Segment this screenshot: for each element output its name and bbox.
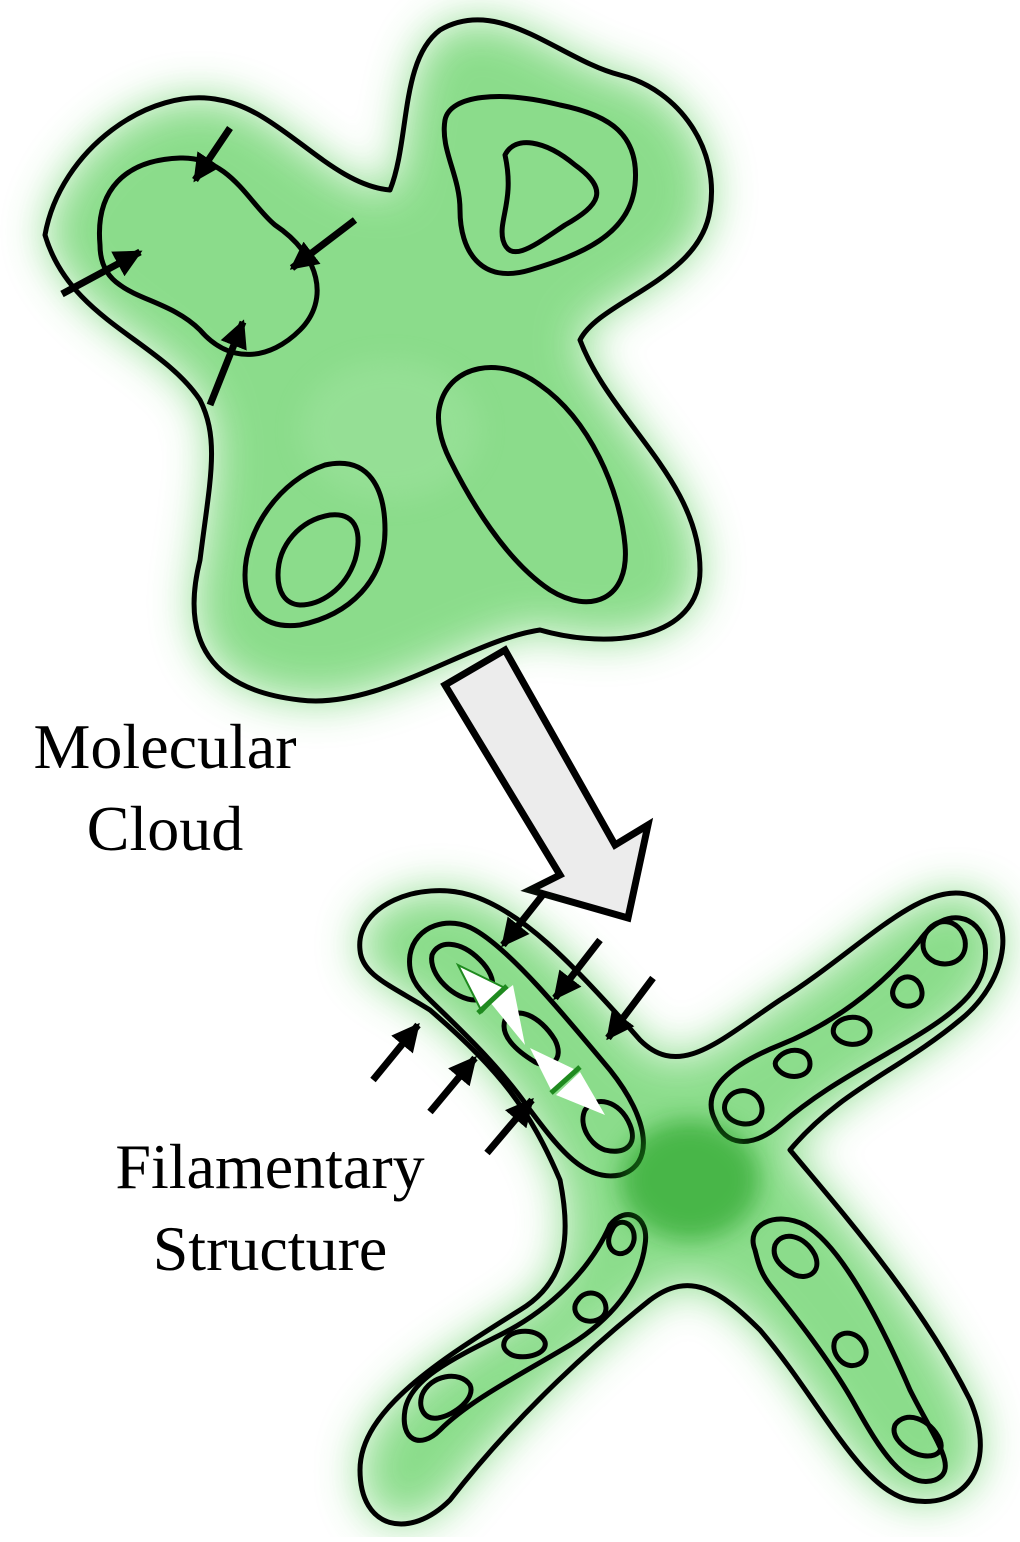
arrow-icon — [487, 1100, 532, 1153]
arrow-icon — [373, 1025, 418, 1080]
molecular-cloud-label-line1: Molecular — [0, 706, 330, 788]
filamentary-structure-label: Filamentary Structure — [80, 1126, 460, 1290]
transition-arrow-icon — [445, 650, 648, 918]
molecular-cloud — [45, 20, 712, 701]
filament-hub-haze — [620, 1120, 760, 1240]
arrow-icon — [430, 1058, 475, 1112]
molecular-cloud-label-line2: Cloud — [0, 788, 330, 870]
filamentary-structure-label-line2: Structure — [80, 1208, 460, 1290]
molecular-cloud-label: Molecular Cloud — [0, 706, 330, 870]
filamentary-structure-label-line1: Filamentary — [80, 1126, 460, 1208]
